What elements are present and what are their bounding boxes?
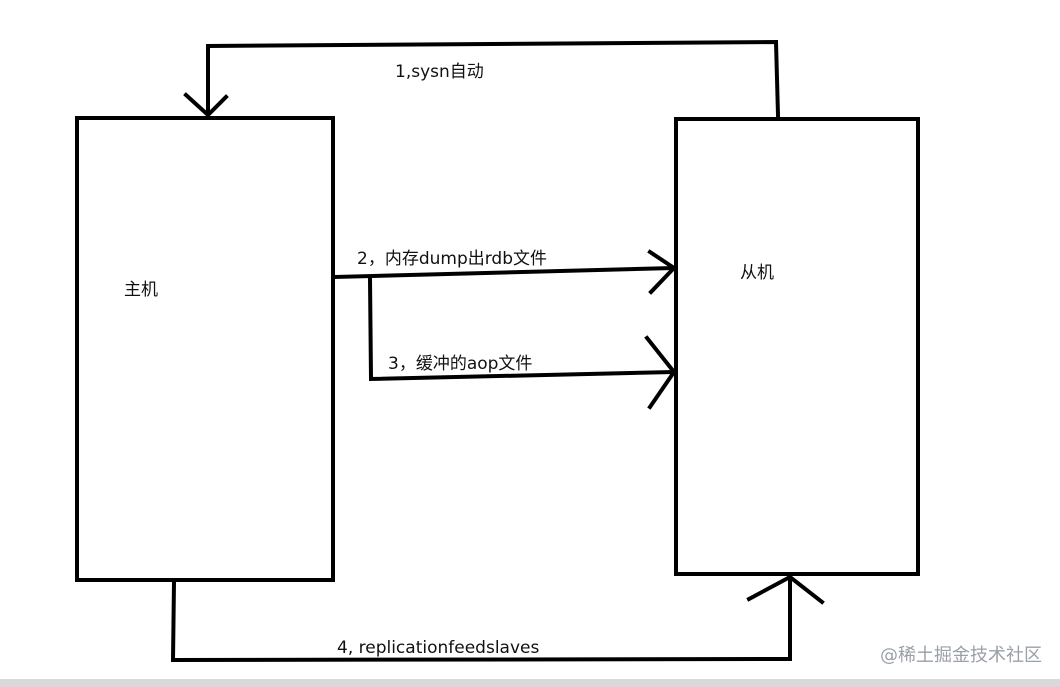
aof-edge-label: 3，缓冲的aop文件 <box>388 354 533 374</box>
feed-arrowhead <box>746 574 825 605</box>
master-label: 主机 <box>124 280 158 300</box>
rdb-edge-label: 2，内存dump出rdb文件 <box>357 249 548 269</box>
rdb-arrowhead <box>647 249 678 295</box>
sync-connector <box>206 39 781 118</box>
aof-arrowhead <box>644 335 677 410</box>
feed-connector <box>170 578 792 663</box>
sync-arrowhead <box>183 92 229 118</box>
slave-box <box>674 117 920 576</box>
rdb-connector <box>332 265 675 280</box>
watermark-text: @稀土掘金技术社区 <box>880 645 1042 666</box>
horizontal-scrollbar[interactable] <box>0 679 1060 687</box>
sync-edge-label: 1,sysn自动 <box>395 62 484 82</box>
aof-connector <box>367 276 675 382</box>
slave-label: 从机 <box>740 263 774 283</box>
master-box <box>75 116 335 582</box>
feed-edge-label: 4, replicationfeedslaves <box>337 638 540 658</box>
